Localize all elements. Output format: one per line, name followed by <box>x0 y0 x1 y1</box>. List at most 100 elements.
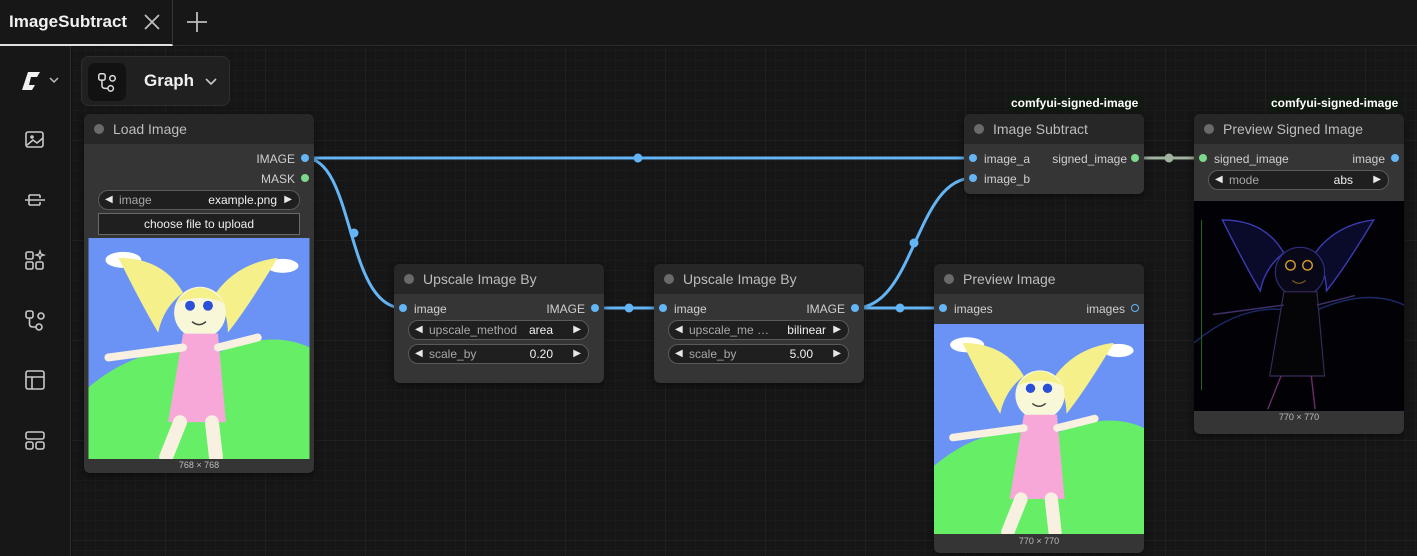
input-label-image: image <box>414 302 447 316</box>
widget-name: mode <box>1229 173 1260 187</box>
difference-drawing <box>1194 201 1404 411</box>
sidebar-item-templates[interactable] <box>20 365 50 395</box>
arrow-right-icon[interactable]: ▶ <box>573 348 581 359</box>
tab-bar: ImageSubtract <box>0 0 1417 46</box>
sidebar-item-queue[interactable] <box>20 425 50 455</box>
collapse-dot[interactable] <box>404 274 414 284</box>
collapse-dot[interactable] <box>974 124 984 134</box>
arrow-right-icon[interactable]: ▶ <box>1373 174 1381 185</box>
widget-value: 5.00 <box>789 347 813 361</box>
input-slot-images[interactable] <box>939 304 947 312</box>
node-header[interactable]: Preview Image <box>934 264 1144 294</box>
widget-name: image <box>119 193 152 207</box>
workflows-icon <box>25 310 45 331</box>
output-slot-image[interactable] <box>851 304 859 312</box>
tab-imagesubtract[interactable]: ImageSubtract <box>0 0 173 46</box>
image-dimensions: 770 × 770 <box>1278 412 1320 422</box>
output-label-image: image <box>1352 152 1385 166</box>
arrow-left-icon[interactable]: ◀ <box>105 194 113 205</box>
input-slot-image[interactable] <box>399 304 407 312</box>
upscale-method-combo[interactable]: ◀ upscale_me … bilinear ▶ <box>668 320 849 340</box>
image-dimensions: 770 × 770 <box>1018 536 1060 546</box>
widget-name: scale_by <box>689 347 737 361</box>
output-slot-mask[interactable] <box>301 174 309 182</box>
node-library-icon <box>25 248 47 270</box>
collapse-dot[interactable] <box>94 124 104 134</box>
images-icon <box>25 131 44 148</box>
tab-label: ImageSubtract <box>9 12 128 31</box>
graph-icon-box <box>88 63 126 101</box>
graph-icon <box>98 73 116 92</box>
output-slot-image[interactable] <box>301 154 309 162</box>
node-title: Load Image <box>113 121 187 137</box>
output-slot-image[interactable] <box>1391 154 1399 162</box>
node-header[interactable]: Preview Signed Image <box>1194 114 1404 144</box>
node-image-subtract[interactable]: Image Subtract image_a image_b signed_im… <box>964 114 1144 194</box>
sidebar-item-images[interactable] <box>20 125 50 155</box>
input-slot-image-a[interactable] <box>969 154 977 162</box>
comfy-logo-icon[interactable] <box>20 68 62 94</box>
signed-preview-image <box>1194 201 1404 411</box>
output-slot-signed-image[interactable] <box>1131 154 1139 162</box>
upscale-method-combo[interactable]: ◀ upscale_method area ▶ <box>408 320 589 340</box>
node-preview-signed-image[interactable]: Preview Signed Image signed_image image … <box>1194 114 1404 434</box>
close-icon[interactable] <box>142 10 162 34</box>
output-label-image: IMAGE <box>806 302 845 316</box>
collapse-dot[interactable] <box>944 274 954 284</box>
input-slot-image-b[interactable] <box>969 174 977 182</box>
input-label-images: images <box>954 302 993 316</box>
node-title: Preview Image <box>963 271 1056 287</box>
arrow-left-icon[interactable]: ◀ <box>1215 174 1223 185</box>
output-slot-images[interactable] <box>1131 304 1139 312</box>
node-title: Upscale Image By <box>683 271 797 287</box>
output-slot-image[interactable] <box>591 304 599 312</box>
scale-by-input[interactable]: ◀ scale_by 5.00 ▶ <box>668 344 849 364</box>
sidebar <box>0 46 71 556</box>
input-label-image-b: image_b <box>984 172 1031 186</box>
node-header[interactable]: Load Image <box>84 114 314 144</box>
graph-label: Graph <box>144 71 195 90</box>
arrow-left-icon[interactable]: ◀ <box>415 348 423 359</box>
node-preview-image[interactable]: Preview Image images images <box>934 264 1144 553</box>
node-title: Preview Signed Image <box>1223 121 1364 137</box>
collapse-dot[interactable] <box>1204 124 1214 134</box>
arrow-right-icon[interactable]: ▶ <box>833 348 841 359</box>
widget-value: bilinear <box>787 323 826 337</box>
output-label-image: IMAGE <box>256 152 295 166</box>
arrow-left-icon[interactable]: ◀ <box>415 324 423 335</box>
arrow-right-icon[interactable]: ▶ <box>284 194 292 205</box>
preview-output-image <box>934 324 1144 534</box>
widget-value: abs <box>1333 173 1353 187</box>
node-badge: comfyui-signed-image <box>1268 96 1402 111</box>
girl-drawing <box>88 238 310 459</box>
node-header[interactable]: Image Subtract <box>964 114 1144 144</box>
scale-by-input[interactable]: ◀ scale_by 0.20 ▶ <box>408 344 589 364</box>
widget-name: upscale_method <box>429 323 518 337</box>
input-label-signed-image: signed_image <box>1214 152 1289 166</box>
sidebar-item-models[interactable] <box>20 185 50 215</box>
girl-drawing <box>934 324 1144 534</box>
image-combo[interactable]: ◀ image example.png ▶ <box>98 190 300 210</box>
arrow-right-icon[interactable]: ▶ <box>573 324 581 335</box>
arrow-left-icon[interactable]: ◀ <box>675 324 683 335</box>
input-slot-image[interactable] <box>659 304 667 312</box>
chevron-down-icon <box>205 78 217 86</box>
node-load-image[interactable]: Load Image IMAGE MASK ◀ image example.pn… <box>84 114 314 473</box>
graph-switcher[interactable]: Graph <box>81 56 230 106</box>
upload-button[interactable]: choose file to upload <box>98 213 300 235</box>
node-upscale-image-by-2[interactable]: Upscale Image By image IMAGE ◀ upscale_m… <box>654 264 864 383</box>
node-header[interactable]: Upscale Image By <box>394 264 604 294</box>
mode-combo[interactable]: ◀ mode abs ▶ <box>1208 170 1389 190</box>
output-label-images: images <box>1086 302 1125 316</box>
collapse-dot[interactable] <box>664 274 674 284</box>
arrow-left-icon[interactable]: ◀ <box>675 348 683 359</box>
input-slot-signed-image[interactable] <box>1199 154 1207 162</box>
node-upscale-image-by-1[interactable]: Upscale Image By image IMAGE ◀ upscale_m… <box>394 264 604 383</box>
arrow-right-icon[interactable]: ▶ <box>833 324 841 335</box>
queue-icon <box>25 431 45 450</box>
sidebar-item-nodes[interactable] <box>20 245 50 275</box>
sidebar-item-workflows[interactable] <box>20 305 50 335</box>
node-header[interactable]: Upscale Image By <box>654 264 864 294</box>
add-tab-icon[interactable] <box>184 9 210 35</box>
widget-value: example.png <box>208 193 277 207</box>
